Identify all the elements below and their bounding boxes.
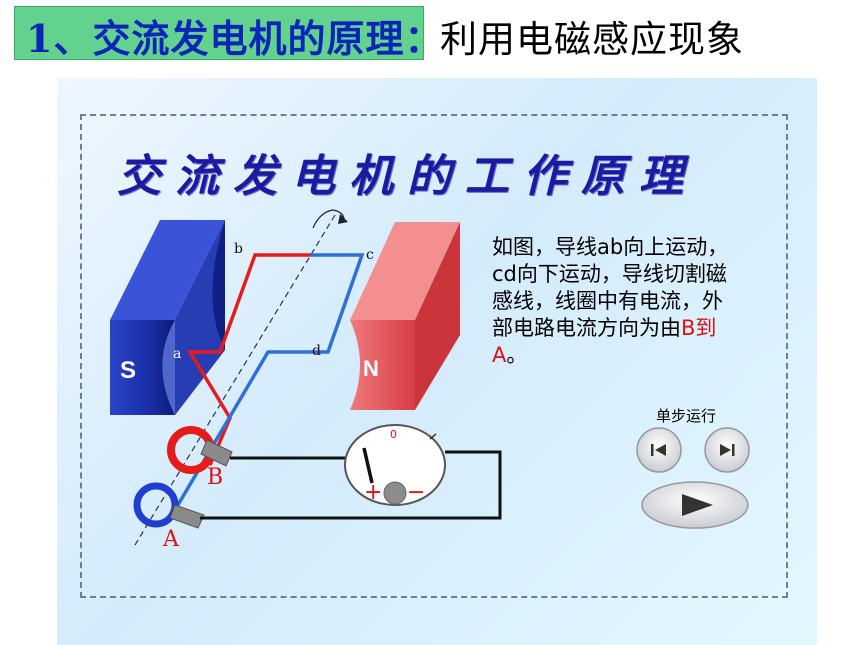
description-end: 。 [506, 343, 528, 367]
page-subtitle: 利用电磁感应现象 [440, 18, 744, 61]
slip-ring-a [133, 482, 179, 528]
wire-label-d: d [312, 343, 321, 359]
heading-box [14, 6, 424, 60]
diagram-title: 交流发电机的工作原理 [117, 151, 697, 202]
play-button[interactable] [641, 481, 749, 529]
circuit-wire-bottom [200, 450, 502, 520]
play-icon [682, 494, 713, 516]
meter-minus: − [407, 480, 425, 505]
galvanometer [344, 424, 446, 506]
coil-red-wire [186, 253, 310, 466]
step-forward-button[interactable] [704, 427, 750, 473]
description-text: 如图，导线ab向上运动，cd向下运动，导线切割磁感线，线圈中有电流，外部电路电流… [492, 235, 729, 340]
step-forward-icon [720, 444, 735, 456]
page-title: 1、交流发电机的原理： [26, 16, 444, 61]
coil-blue-wire [173, 253, 365, 511]
meter-needle [362, 447, 374, 484]
wire-label-c: c [366, 247, 374, 263]
ring-label-b: B [207, 465, 223, 490]
magnet-n-label: N [363, 356, 379, 381]
ring-label-a: A [162, 527, 180, 552]
step-run-label: 单步运行 [656, 407, 717, 425]
wire-label-a: a [173, 346, 181, 362]
brush-a [169, 504, 205, 529]
meter-plus: + [364, 480, 382, 505]
diagram-frame [80, 114, 788, 598]
magnet-s-label: S [120, 357, 136, 384]
rotation-arrow [312, 209, 345, 229]
magnet-s [110, 220, 225, 415]
description-highlight: B到A [492, 316, 717, 367]
step-back-button[interactable] [636, 427, 682, 473]
wire-label-b: b [234, 241, 243, 257]
step-back-icon [651, 444, 666, 456]
magnet-n [350, 222, 460, 410]
brush-b [200, 439, 233, 467]
meter-zero: 0 [390, 428, 397, 441]
diagram-description: 如图，导线ab向上运动，cd向下运动，导线切割磁感线，线圈中有电流，外部电路电流… [492, 234, 732, 369]
